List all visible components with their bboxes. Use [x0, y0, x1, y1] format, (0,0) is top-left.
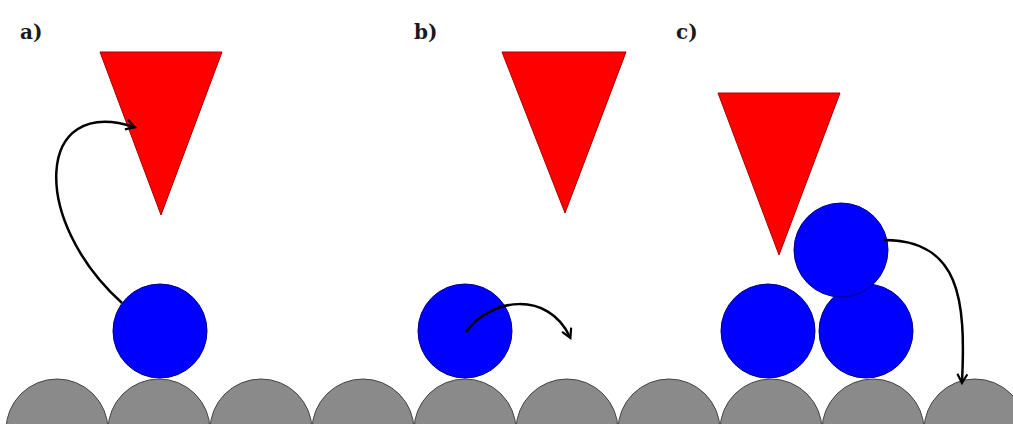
- substrate-atom: [210, 379, 312, 424]
- panel-label: c): [676, 22, 698, 42]
- adatom: [418, 284, 512, 378]
- tip: [100, 52, 222, 215]
- substrate-atom: [6, 379, 108, 424]
- substrate-atom: [312, 379, 414, 424]
- adatom: [721, 284, 815, 378]
- adatom: [113, 284, 207, 378]
- substrate-atom: [516, 379, 618, 424]
- substrate-atom: [108, 379, 210, 424]
- tip: [502, 52, 626, 213]
- adatom: [819, 284, 913, 378]
- substrate-atom: [618, 379, 720, 424]
- panel-label: a): [20, 22, 42, 42]
- substrate-atom: [822, 379, 924, 424]
- motion-arrow: [884, 240, 963, 382]
- substrate-atom: [924, 379, 1013, 424]
- motion-arrow: [56, 122, 134, 303]
- adatom: [794, 203, 888, 297]
- motion-arrow: [466, 304, 570, 337]
- substrate-atom: [414, 379, 516, 424]
- substrate-atom: [720, 379, 822, 424]
- substrate: [6, 379, 1013, 424]
- panel-label: b): [414, 22, 437, 42]
